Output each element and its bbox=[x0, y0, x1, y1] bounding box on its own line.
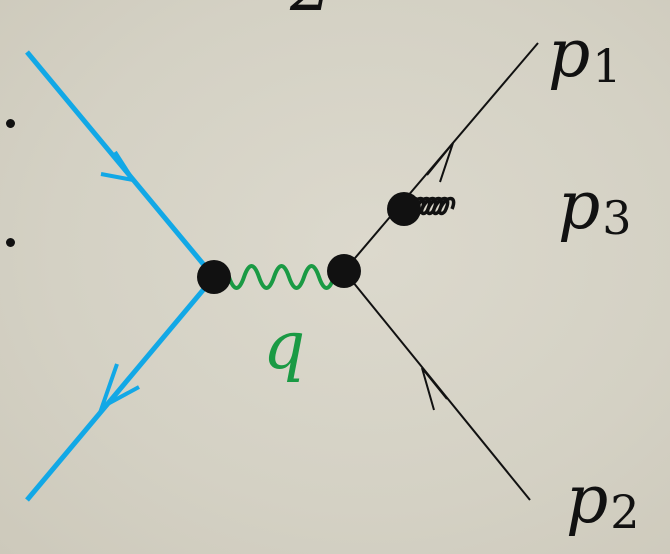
bullet-point-2 bbox=[6, 238, 15, 247]
label-p2: p2 bbox=[566, 461, 640, 539]
antiquark-arrow-icon bbox=[421, 367, 448, 411]
label-p3: p3 bbox=[558, 167, 632, 245]
label-p3-subscript: 3 bbox=[602, 191, 631, 245]
label-p1-subscript: 1 bbox=[592, 39, 621, 93]
incoming-lepton-line bbox=[25, 50, 216, 279]
outgoing-lepton-arrow-icon bbox=[98, 363, 140, 412]
label-p1-base: p bbox=[548, 15, 590, 92]
label-q: q bbox=[263, 307, 305, 384]
vertex-gluon-emission bbox=[387, 192, 421, 226]
bullet-point-1 bbox=[6, 119, 15, 128]
incoming-lepton-arrow-icon bbox=[100, 150, 138, 183]
quark-arrow-icon bbox=[426, 142, 454, 183]
photon-propagator bbox=[212, 264, 351, 290]
vertex-photon-quark bbox=[327, 254, 361, 288]
label-p1: p1 bbox=[548, 15, 622, 93]
label-p2-base: p bbox=[566, 461, 608, 538]
vertex-lepton-photon bbox=[197, 260, 231, 294]
top-cutoff-symbol: 2 bbox=[289, 0, 332, 26]
label-p2-subscript: 2 bbox=[610, 485, 639, 539]
outgoing-lepton-line bbox=[25, 275, 216, 502]
label-p3-base: p bbox=[558, 167, 600, 244]
